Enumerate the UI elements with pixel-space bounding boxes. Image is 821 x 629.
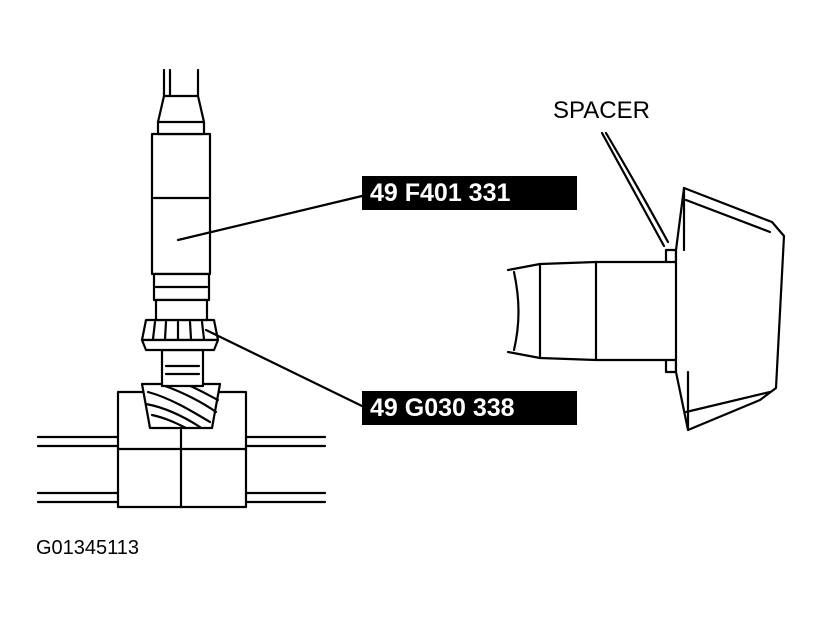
pinion-shaft bbox=[160, 348, 205, 388]
bearing bbox=[140, 318, 220, 352]
spacer-label: SPACER bbox=[553, 97, 650, 124]
pinion-gear bbox=[140, 382, 222, 430]
gear-detail-view bbox=[506, 186, 786, 432]
support-rails bbox=[36, 435, 327, 504]
tool-label-upper: 49 F401 331 bbox=[362, 176, 577, 210]
figure-id: G01345113 bbox=[36, 537, 140, 559]
installer-tool bbox=[150, 68, 212, 322]
leader-lines bbox=[176, 131, 670, 408]
tool-label-lower: 49 G030 338 bbox=[362, 391, 577, 425]
